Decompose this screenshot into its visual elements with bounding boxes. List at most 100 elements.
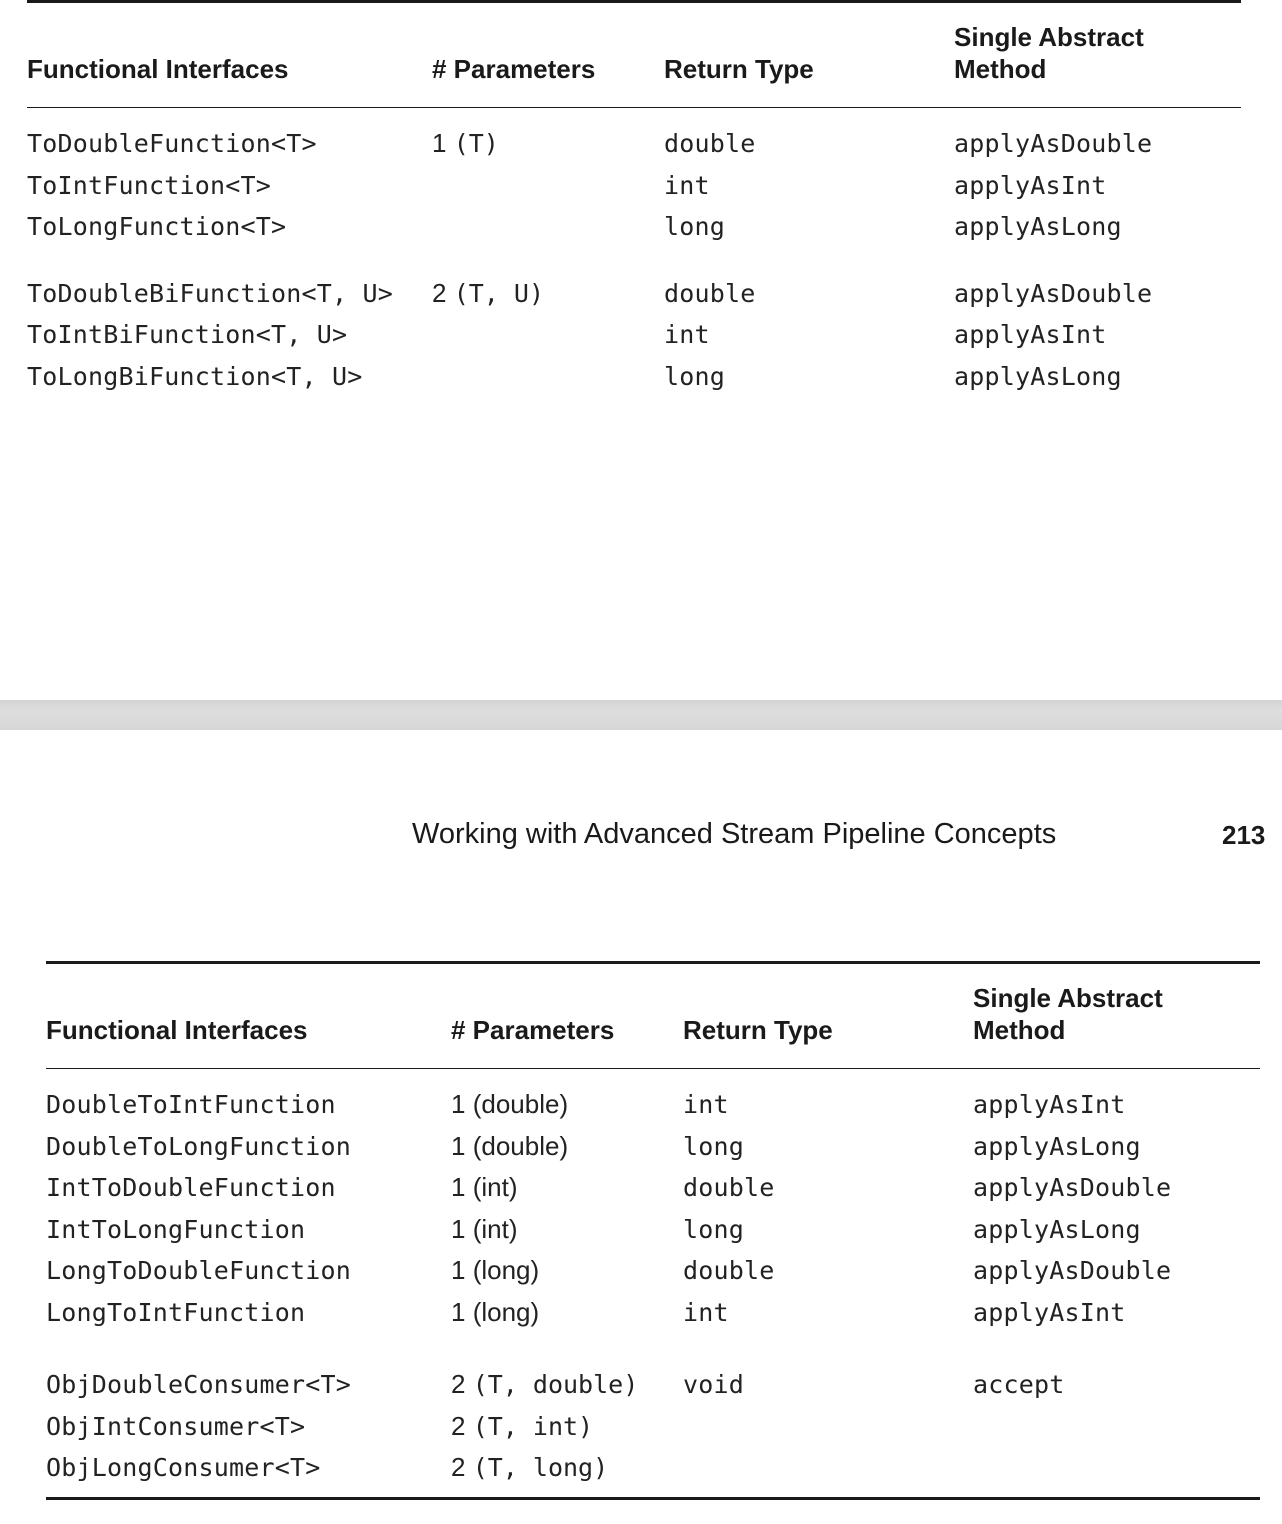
param-types: (long) bbox=[472, 1255, 540, 1285]
table-body: ToDoubleFunction<T> 1 (T) double applyAsDou… bbox=[27, 108, 1241, 397]
table-row-group: ToDoubleFunction<T> 1 (T) double applyAsDou… bbox=[27, 108, 1241, 248]
table-row: DoubleToLongFunction 1 (double) long applyA… bbox=[46, 1126, 1260, 1168]
cell-parameters bbox=[432, 206, 439, 247]
cell-parameters bbox=[432, 356, 439, 397]
cell-method-name: applyAsLong bbox=[954, 361, 1122, 391]
cell-parameters: 1 (double) bbox=[451, 1084, 568, 1125]
header-functional-interfaces: Functional Interfaces bbox=[46, 1015, 308, 1045]
cell-parameters bbox=[432, 165, 439, 206]
current-page: Working with Advanced Stream Pipeline Co… bbox=[0, 730, 1282, 1524]
cell-interface-name: ObjLongConsumer<T> bbox=[46, 1453, 321, 1482]
param-types: (double) bbox=[472, 1130, 569, 1161]
table-row: IntToDoubleFunction 1 (int) double applyAsD… bbox=[46, 1167, 1260, 1209]
cell-interface-name: ToLongBiFunction<T, U> bbox=[27, 361, 363, 391]
param-types: (T, long) bbox=[472, 1453, 609, 1482]
cell-return-type: long bbox=[664, 212, 726, 241]
param-count: 2 bbox=[451, 1452, 466, 1482]
table-row: ObjLongConsumer<T> 2 (T, long) bbox=[46, 1447, 1260, 1489]
cell-parameters: 1 (int) bbox=[451, 1209, 517, 1250]
cell-parameters: 2 (T, int) bbox=[451, 1406, 593, 1447]
param-types: (double) bbox=[472, 1089, 569, 1119]
header-parameters: # Parameters bbox=[432, 54, 596, 84]
cell-method-name: applyAsInt bbox=[973, 1090, 1126, 1119]
cell-return-type: long bbox=[683, 1214, 745, 1244]
param-count: 1 bbox=[451, 1130, 466, 1161]
param-types: (long) bbox=[472, 1296, 540, 1327]
cell-return-type: double bbox=[683, 1173, 775, 1202]
cell-interface-name: IntToDoubleFunction bbox=[46, 1173, 336, 1202]
param-types: (int) bbox=[472, 1213, 518, 1244]
header-rule bbox=[46, 1068, 1260, 1069]
page-separator bbox=[0, 700, 1282, 730]
cell-return-type: int bbox=[664, 320, 710, 349]
param-types: (T, int) bbox=[472, 1411, 594, 1441]
cell-parameters: 1 (int) bbox=[451, 1167, 517, 1208]
cell-method-name: applyAsLong bbox=[973, 1131, 1141, 1161]
cell-interface-name: ObjIntConsumer<T> bbox=[46, 1411, 306, 1441]
functional-interfaces-table-top: Functional Interfaces # Parameters Retur… bbox=[27, 0, 1241, 397]
header-return-type: Return Type bbox=[664, 54, 814, 84]
cell-method-name: applyAsDouble bbox=[973, 1173, 1172, 1202]
param-types: (int) bbox=[472, 1172, 518, 1202]
cell-parameters: 1 (long) bbox=[451, 1250, 539, 1291]
table-bottom-rule bbox=[46, 1496, 1260, 1500]
header-method-line2: Method bbox=[973, 1015, 1066, 1045]
cell-interface-name: DoubleToIntFunction bbox=[46, 1090, 336, 1119]
param-count: 2 bbox=[432, 277, 447, 308]
cell-parameters: 2 (T, long) bbox=[451, 1447, 608, 1488]
cell-return-type: int bbox=[664, 170, 710, 200]
cell-parameters: 1 (T) bbox=[432, 123, 499, 164]
cell-parameters: 2 (T, double) bbox=[451, 1364, 638, 1405]
header-parameters: # Parameters bbox=[451, 1015, 615, 1045]
cell-interface-name: LongToIntFunction bbox=[46, 1297, 306, 1327]
cell-parameters bbox=[432, 314, 439, 355]
param-count: 1 bbox=[451, 1172, 466, 1202]
header-rule bbox=[27, 107, 1241, 108]
cell-interface-name: LongToDoubleFunction bbox=[46, 1256, 352, 1285]
cell-method-name: applyAsDouble bbox=[973, 1256, 1172, 1285]
header-method-line1: Single Abstract bbox=[954, 22, 1144, 52]
param-count: 2 bbox=[451, 1369, 466, 1399]
cell-interface-name: DoubleToLongFunction bbox=[46, 1131, 352, 1161]
table-top-rule bbox=[46, 961, 1260, 964]
param-count: 1 bbox=[432, 128, 447, 158]
cell-method-name: applyAsDouble bbox=[954, 129, 1153, 158]
cell-return-type: int bbox=[683, 1297, 729, 1327]
cell-method-name: applyAsInt bbox=[954, 170, 1107, 200]
cell-interface-name: ToIntFunction<T> bbox=[27, 170, 272, 200]
cell-method-name: applyAsInt bbox=[954, 320, 1107, 349]
table-row: ToIntFunction<T> int applyAsInt bbox=[27, 165, 1241, 207]
page-number: 213 bbox=[1222, 820, 1266, 850]
header-single-abstract-method: Single Abstract Method bbox=[954, 21, 1144, 85]
cell-return-type: int bbox=[683, 1090, 729, 1119]
header-single-abstract-method: Single Abstract Method bbox=[973, 982, 1163, 1046]
previous-page: Functional Interfaces # Parameters Retur… bbox=[0, 0, 1282, 700]
cell-method-name: applyAsInt bbox=[973, 1297, 1126, 1327]
header-functional-interfaces: Functional Interfaces bbox=[27, 54, 289, 84]
table-row: LongToIntFunction 1 (long) int applyAsInt bbox=[46, 1292, 1260, 1334]
table-row: ToDoubleFunction<T> 1 (T) double applyAsDou… bbox=[27, 123, 1241, 165]
cell-return-type: long bbox=[683, 1131, 745, 1161]
cell-interface-name: ToDoubleFunction<T> bbox=[27, 129, 317, 158]
table-spacer bbox=[46, 1489, 1260, 1497]
cell-parameters: 1 (long) bbox=[451, 1292, 539, 1333]
cell-method-name: applyAsLong bbox=[954, 212, 1122, 241]
functional-interfaces-table-bottom: Functional Interfaces # Parameters Retur… bbox=[46, 961, 1260, 1500]
header-return-type: Return Type bbox=[683, 1015, 833, 1045]
cell-interface-name: ToDoubleBiFunction<T, U> bbox=[27, 278, 394, 308]
table-row: ToIntBiFunction<T, U> int applyAsInt bbox=[27, 314, 1241, 356]
param-count: 2 bbox=[451, 1410, 466, 1441]
cell-interface-name: ToIntBiFunction<T, U> bbox=[27, 320, 348, 349]
cell-method-name: applyAsDouble bbox=[954, 278, 1153, 308]
param-count: 1 bbox=[451, 1213, 466, 1244]
param-count: 1 bbox=[451, 1296, 466, 1327]
cell-parameters: 2 (T, U) bbox=[432, 273, 544, 314]
table-top-rule bbox=[27, 0, 1241, 3]
param-count: 1 bbox=[451, 1089, 466, 1119]
cell-return-type: double bbox=[664, 129, 756, 158]
